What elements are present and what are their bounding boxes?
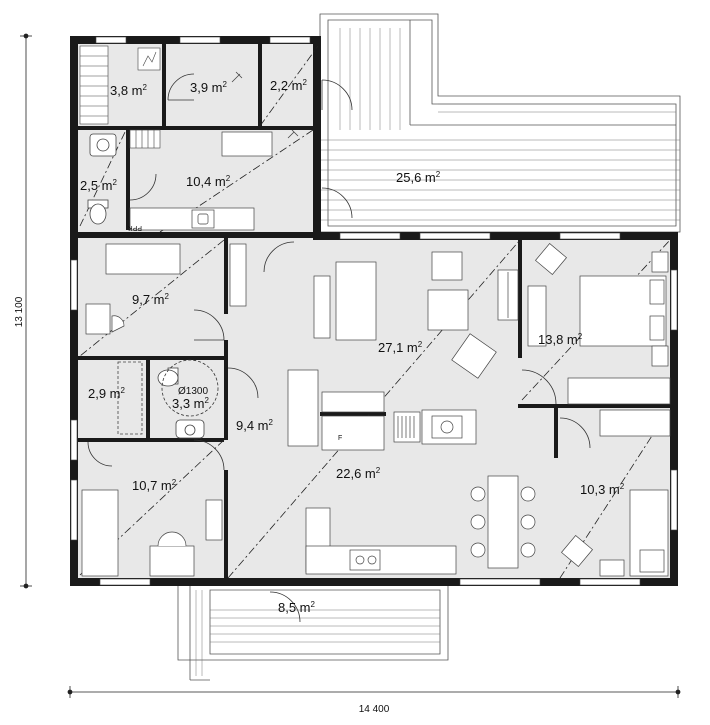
- room-diagonals: [79, 45, 671, 579]
- utility-counter: [129, 131, 273, 231]
- room-area-storage: 2,2 m2: [270, 78, 308, 93]
- sauna-stove: [137, 47, 161, 71]
- room-area-hall: 9,4 m2: [236, 418, 274, 433]
- room-area-shower: 3,9 m2: [190, 80, 228, 95]
- turning-circle: [161, 359, 219, 417]
- width-dimension: 14 400: [359, 704, 390, 715]
- appliance-label: PPK: [128, 224, 142, 231]
- sauna-benches: [79, 45, 161, 149]
- bedroom-se-furniture: [561, 489, 669, 577]
- room-area-bedroom-sw: 10,7 m2: [132, 478, 177, 493]
- bedroom-ne-furniture: [527, 243, 671, 437]
- room-area-utility: 10,4 m2: [186, 174, 231, 189]
- terrace-top: [319, 13, 681, 233]
- room-area-wc: 2,5 m2: [80, 178, 118, 193]
- porch-planks: [195, 590, 440, 676]
- height-dimension: 13 100: [14, 296, 25, 327]
- door-swings: [87, 73, 591, 623]
- room-area-sauna: 3,8 m2: [110, 83, 148, 98]
- turning-circle-label: Ø1300: [178, 386, 208, 397]
- room-labels: 3,8 m2 3,9 m2 2,2 m2 25,6 m2 2,5 m2 10,4…: [80, 78, 625, 615]
- room-area-bedroom-ne: 13,8 m2: [538, 332, 583, 347]
- room-area-kitchen: 22,6 m2: [336, 466, 381, 481]
- room-area-bedroom-se: 10,3 m2: [580, 482, 625, 497]
- terrace-top-planks: [320, 28, 680, 221]
- living-furniture: [313, 251, 519, 379]
- room-area-bathroom: 3,3 m2: [172, 396, 210, 411]
- porch-bottom: [177, 581, 449, 681]
- shower-fixtures: [117, 71, 299, 435]
- room-area-terrace: 25,6 m2: [396, 170, 441, 185]
- interior-walls: [78, 44, 673, 580]
- room-area-living: 27,1 m2: [378, 340, 423, 355]
- room-area-porch: 8,5 m2: [278, 600, 316, 615]
- dimension-lines: [20, 33, 681, 698]
- bedroom-nw-furniture: [85, 243, 247, 335]
- kitchen-furniture: [81, 369, 536, 577]
- windows: [70, 36, 678, 586]
- room-area-closet: 2,9 m2: [88, 386, 126, 401]
- room-area-bedroom-nw: 9,7 m2: [132, 292, 170, 307]
- oven-label: F: [338, 435, 342, 442]
- wc-fixtures: [87, 133, 205, 439]
